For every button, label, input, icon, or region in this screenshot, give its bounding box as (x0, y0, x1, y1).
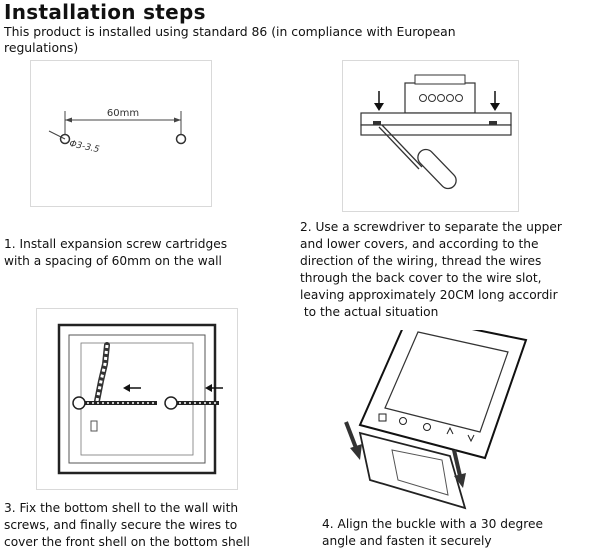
right-screw (164, 396, 219, 410)
step1-figure: 60mm Φ3-3.5 (30, 60, 212, 207)
left-screw (72, 396, 157, 410)
hole-diameter-label: Φ3-3.5 (68, 139, 100, 155)
page-title: Installation steps (4, 0, 206, 24)
clock-button-icon (399, 417, 407, 425)
terminal-screws (419, 94, 463, 102)
hole-leader-line (48, 130, 66, 140)
step2-caption-line: leaving approximately 20CM long accordir (300, 288, 558, 302)
front-shell-attach-diagram (344, 330, 528, 510)
right-direction-arrow (205, 384, 223, 392)
intro-text: This product is installed using standard… (4, 24, 564, 56)
step2-caption-line: direction of the wiring, thread the wire… (300, 254, 542, 268)
dimension-arrow-right (174, 117, 181, 123)
latch-slot (90, 420, 98, 432)
screwdriver-separation-diagram (360, 74, 512, 190)
left-direction-arrow (123, 384, 141, 392)
power-button-icon (423, 423, 431, 431)
step2-figure (342, 60, 519, 212)
step2-caption-line: and lower covers, and according to the (300, 237, 539, 251)
dimension-label: 60mm (107, 108, 139, 119)
left-clip-slot (373, 121, 381, 125)
step3-caption-line: 3. Fix the bottom shell to the wall with (4, 501, 239, 515)
touch-buttons (378, 413, 475, 443)
intro-line-2: regulations) (4, 40, 79, 55)
press-arrow-left (374, 91, 384, 111)
press-arrow-right (490, 91, 500, 111)
step4-caption: 4. Align the buckle with a 30 degree ang… (322, 516, 543, 550)
step4-figure (330, 330, 555, 510)
step1-caption-line: with a spacing of 60mm on the wall (4, 254, 222, 268)
step3-caption-line: cover the front shell on the bottom shel… (4, 535, 250, 549)
screwdriver-icon (378, 124, 457, 190)
step2-caption: 2. Use a screwdriver to separate the upp… (300, 219, 562, 321)
wire-bundle (94, 342, 110, 404)
step1-caption-line: 1. Install expansion screw cartridges (4, 237, 228, 251)
attach-arrow-right (452, 449, 466, 488)
wall-holes-diagram: 60mm Φ3-3.5 (48, 108, 187, 155)
step2-caption-line: through the back cover to the wire slot, (300, 271, 542, 285)
menu-button-icon (378, 413, 387, 422)
terminal-block-top (414, 74, 466, 85)
right-clip-slot (489, 121, 497, 125)
attach-arrow-left (344, 421, 362, 460)
display-screen (384, 331, 509, 433)
step3-caption-line: screws, and finally secure the wires to (4, 518, 238, 532)
step2-caption-line: 2. Use a screwdriver to separate the upp… (300, 220, 562, 234)
step3-caption: 3. Fix the bottom shell to the wall with… (4, 500, 250, 551)
up-button-icon (446, 426, 454, 435)
right-screw-hole (175, 133, 187, 145)
step4-caption-line: angle and fasten it securely (322, 534, 492, 548)
bottom-shell-diagram (57, 323, 223, 475)
bottom-shell-box (391, 449, 449, 496)
step3-figure (36, 308, 238, 490)
dimension-arrow-left (65, 117, 72, 123)
step1-caption: 1. Install expansion screw cartridges wi… (4, 236, 227, 270)
upper-cover (360, 112, 512, 126)
intro-line-1: This product is installed using standard… (4, 24, 456, 39)
step2-caption-line: to the actual situation (300, 305, 439, 319)
lower-cover (360, 124, 512, 136)
step4-caption-line: 4. Align the buckle with a 30 degree (322, 517, 543, 531)
down-button-icon (467, 434, 475, 443)
